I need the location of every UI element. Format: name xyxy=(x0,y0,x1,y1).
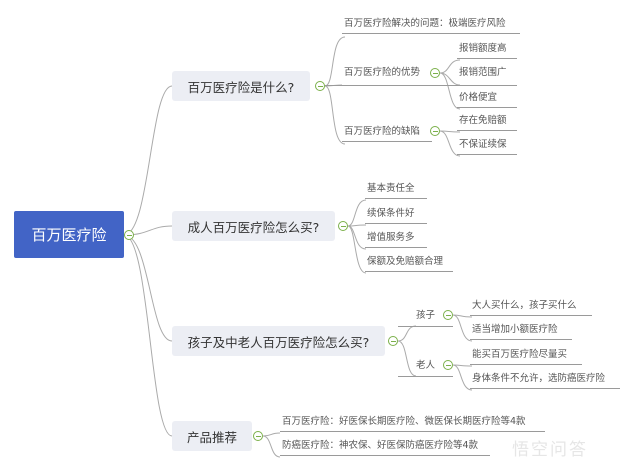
node-kids[interactable]: 孩子 xyxy=(416,310,436,321)
collapse-toggle-icon[interactable] xyxy=(315,81,325,91)
leaf-node[interactable]: 不保证续保 xyxy=(457,139,517,155)
leaf-node[interactable]: 防癌医疗险：神农保、好医保防癌医疗险等4款 xyxy=(280,440,490,456)
leaf-node[interactable]: 基本责任全 xyxy=(365,183,427,199)
branch-what-is[interactable]: 百万医疗险是什么? xyxy=(172,71,310,101)
leaf-node[interactable]: 适当增加小额医疗险 xyxy=(470,324,572,340)
leaf-node[interactable]: 大人买什么，孩子买什么 xyxy=(470,300,592,316)
collapse-toggle-icon[interactable] xyxy=(388,336,398,346)
leaf-node[interactable]: 存在免赔额 xyxy=(457,115,517,131)
node-problem-solved[interactable]: 百万医疗险解决的问题：极端医疗风险 xyxy=(342,18,520,34)
node-advantages[interactable]: 百万医疗险的优势 xyxy=(344,67,421,78)
watermark: 悟空问答 xyxy=(512,440,588,460)
leaf-node[interactable]: 报销额度高 xyxy=(457,43,517,59)
collapse-toggle-icon[interactable] xyxy=(443,360,453,370)
leaf-node[interactable]: 身体条件不允许，选防癌医疗险 xyxy=(470,373,620,389)
collapse-toggle-icon[interactable] xyxy=(430,126,440,136)
root-node[interactable]: 百万医疗险 xyxy=(14,211,124,258)
collapse-toggle-icon[interactable] xyxy=(338,221,348,231)
leaf-node[interactable]: 价格便宜 xyxy=(457,92,517,108)
leaf-node[interactable]: 增值服务多 xyxy=(365,232,427,248)
leaf-node[interactable]: 续保条件好 xyxy=(365,208,427,224)
collapse-toggle-icon[interactable] xyxy=(124,230,134,240)
leaf-node[interactable]: 能买百万医疗险尽量买 xyxy=(470,349,582,365)
branch-kids-elderly[interactable]: 孩子及中老人百万医疗险怎么买? xyxy=(172,326,385,356)
node-drawbacks[interactable]: 百万医疗险的缺陷 xyxy=(342,126,432,142)
collapse-toggle-icon[interactable] xyxy=(430,68,440,78)
leaf-node[interactable]: 报销范围广 xyxy=(459,67,507,78)
leaf-node[interactable]: 保额及免赔额合理 xyxy=(365,256,453,272)
branch-products[interactable]: 产品推荐 xyxy=(172,421,252,451)
branch-adult[interactable]: 成人百万医疗险怎么买? xyxy=(172,211,335,241)
collapse-toggle-icon[interactable] xyxy=(253,431,263,441)
collapse-toggle-icon[interactable] xyxy=(443,310,453,320)
leaf-node[interactable]: 百万医疗险：好医保长期医疗险、微医保长期医疗险等4款 xyxy=(280,416,545,432)
node-elderly[interactable]: 老人 xyxy=(416,360,436,371)
